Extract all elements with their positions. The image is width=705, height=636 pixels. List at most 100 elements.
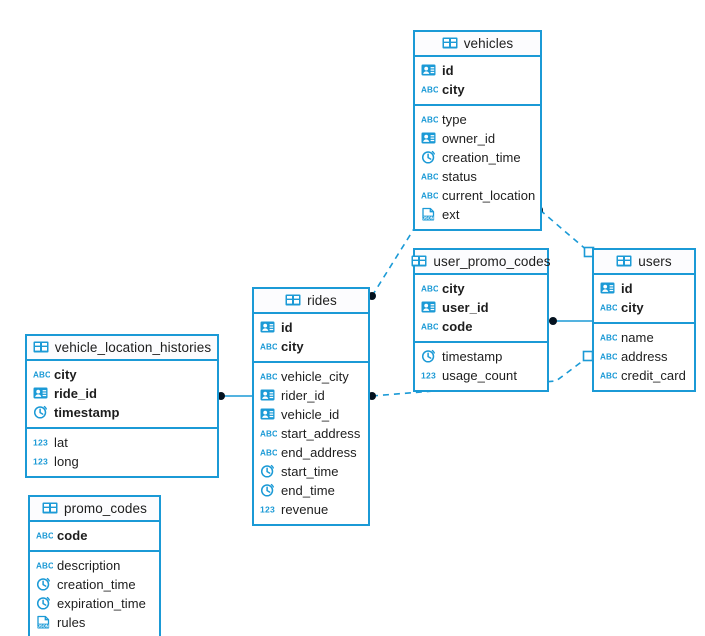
entity-header-rides[interactable]: rides: [254, 289, 368, 314]
svg-text:123: 123: [33, 438, 48, 448]
abc-string-icon: ABC: [421, 281, 438, 296]
clock-icon: [421, 349, 437, 364]
field-row[interactable]: user_id: [415, 298, 547, 317]
entity-title: vehicle_location_histories: [54, 340, 212, 355]
abc-string-icon: ABC: [260, 339, 277, 354]
field-row[interactable]: ABC credit_card: [594, 366, 694, 385]
field-row[interactable]: JSON ext: [415, 205, 540, 224]
abc-string-icon: ABC: [33, 367, 50, 382]
field-name: credit_card: [621, 368, 686, 383]
field-name: end_address: [281, 445, 357, 460]
field-name: description: [57, 558, 121, 573]
field-row[interactable]: id: [594, 279, 694, 298]
field-name: vehicle_id: [281, 407, 340, 422]
field-name: start_time: [281, 464, 339, 479]
field-row[interactable]: ABC end_address: [254, 443, 368, 462]
field-row[interactable]: owner_id: [415, 129, 540, 148]
field-row[interactable]: vehicle_id: [254, 405, 368, 424]
field-row[interactable]: id: [254, 318, 368, 337]
entity-header-users[interactable]: users: [594, 250, 694, 275]
field-row[interactable]: expiration_time: [30, 594, 159, 613]
field-row[interactable]: rider_id: [254, 386, 368, 405]
field-row[interactable]: 123 lat: [27, 433, 217, 452]
field-row[interactable]: ABC vehicle_city: [254, 367, 368, 386]
field-row[interactable]: creation_time: [30, 575, 159, 594]
json-document-icon: JSON: [36, 615, 52, 630]
entity-header-promo_codes[interactable]: promo_codes: [30, 497, 159, 522]
svg-text:ABC: ABC: [600, 372, 617, 381]
field-row[interactable]: id: [415, 61, 540, 80]
field-name: creation_time: [57, 577, 136, 592]
svg-text:ABC: ABC: [421, 192, 438, 201]
field-name: lat: [54, 435, 68, 450]
field-name: rider_id: [281, 388, 325, 403]
field-row[interactable]: end_time: [254, 481, 368, 500]
svg-text:123: 123: [260, 505, 275, 515]
svg-text:ABC: ABC: [600, 304, 617, 313]
123-number-icon: 123: [260, 502, 276, 517]
field-name: city: [54, 367, 77, 382]
clock-icon: [36, 596, 52, 611]
abc-string-icon: ABC: [260, 369, 277, 384]
field-row[interactable]: ride_id: [27, 384, 217, 403]
entity-header-vehicle_location_histories[interactable]: vehicle_location_histories: [27, 336, 217, 361]
relationship-upc-to-users[interactable]: [549, 317, 592, 325]
field-name: type: [442, 112, 467, 127]
abc-string-icon: ABC: [421, 169, 438, 184]
field-name: current_location: [442, 188, 536, 203]
cardinality-dot-marker: [549, 317, 557, 325]
entity-header-vehicles[interactable]: vehicles: [415, 32, 540, 57]
id-card-icon: [600, 281, 616, 296]
field-row[interactable]: ABC city: [27, 365, 217, 384]
field-row[interactable]: ABC current_location: [415, 186, 540, 205]
field-name: usage_count: [442, 368, 518, 383]
relationship-line: [371, 223, 418, 297]
field-name: end_time: [281, 483, 335, 498]
json-document-icon: JSON: [421, 207, 437, 222]
entity-header-user_promo_codes[interactable]: user_promo_codes: [411, 250, 551, 275]
clock-icon: [36, 577, 52, 592]
field-row[interactable]: start_time: [254, 462, 368, 481]
relationship-vlh-to-rides[interactable]: [217, 392, 252, 400]
entity-title: users: [638, 254, 672, 269]
svg-text:ABC: ABC: [600, 334, 617, 343]
abc-string-icon: ABC: [600, 368, 617, 383]
svg-text:ABC: ABC: [600, 353, 617, 362]
field-row[interactable]: creation_time: [415, 148, 540, 167]
field-name: vehicle_city: [281, 369, 349, 384]
abc-string-icon: ABC: [600, 349, 617, 364]
id-card-icon: [421, 63, 437, 78]
table-grid-icon: [285, 293, 301, 308]
entity-title: user_promo_codes: [433, 254, 551, 269]
field-name: timestamp: [442, 349, 503, 364]
abc-string-icon: ABC: [260, 445, 277, 460]
field-name: ext: [442, 207, 460, 222]
field-row[interactable]: ABC city: [594, 298, 694, 317]
field-row[interactable]: timestamp: [27, 403, 217, 422]
field-name: city: [621, 300, 644, 315]
field-row[interactable]: timestamp: [415, 347, 547, 366]
field-name: city: [442, 82, 465, 97]
